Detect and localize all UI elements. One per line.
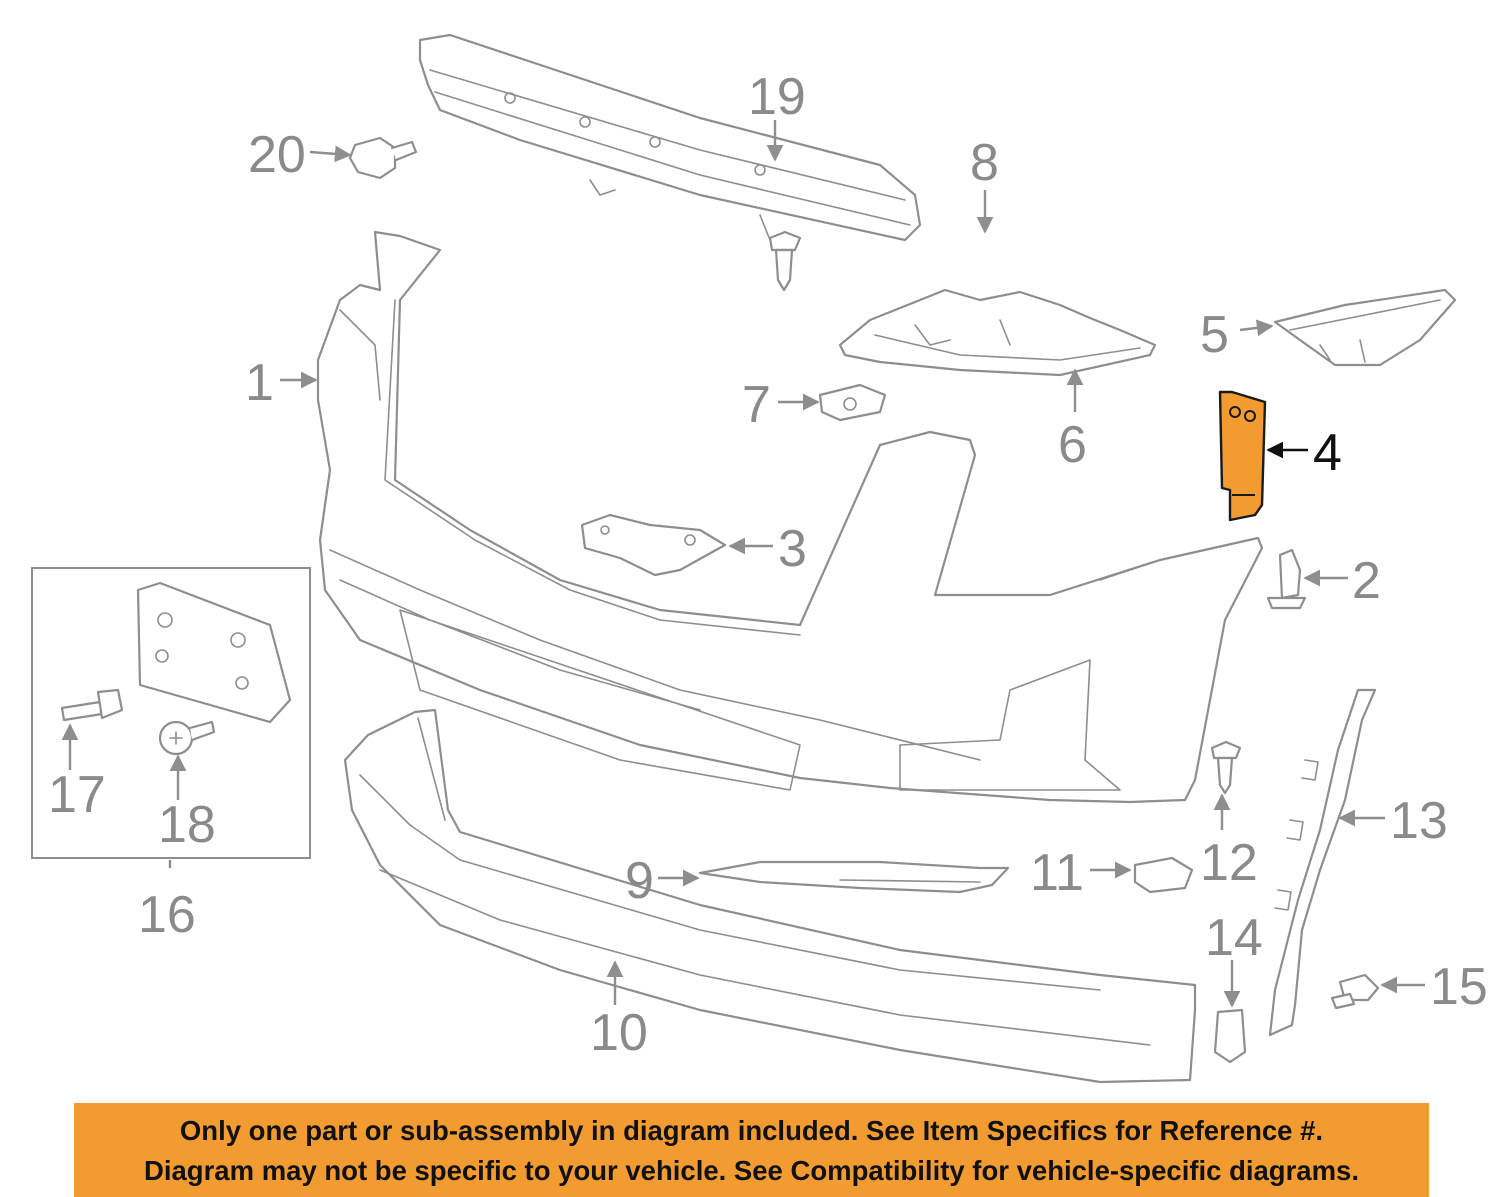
callout-17: 17 <box>48 766 106 824</box>
part-19-impact-bar <box>418 33 922 242</box>
disclaimer-line-1: Only one part or sub-assembly in diagram… <box>179 1115 1324 1146</box>
part-7-nut <box>818 383 887 422</box>
callout-19: 19 <box>748 68 806 126</box>
callout-7: 7 <box>742 376 771 434</box>
callout-6: 6 <box>1058 416 1087 474</box>
part-12-screw <box>1210 740 1242 795</box>
part-15-push-pin <box>1330 973 1380 1010</box>
part-3-bracket <box>580 513 727 577</box>
part-6-support <box>838 288 1157 377</box>
callout-5: 5 <box>1200 306 1229 364</box>
part-11-nut <box>1133 856 1194 894</box>
part-13-side-bracket <box>1268 688 1377 1037</box>
disclaimer-line-2: Diagram may not be specific to your vehi… <box>144 1155 1359 1186</box>
part-20-bolt <box>348 136 418 180</box>
callout-20: 20 <box>248 126 306 184</box>
callout-14: 14 <box>1205 909 1263 967</box>
leader-arrows <box>61 120 1425 1008</box>
callout-13: 13 <box>1390 792 1448 850</box>
part-1-bumper-cover <box>316 230 1264 804</box>
part-9-molding <box>698 860 1010 894</box>
callout-4: 4 <box>1313 424 1342 482</box>
callout-9: 9 <box>625 852 654 910</box>
callout-16: 16 <box>138 886 196 944</box>
callout-10: 10 <box>590 1004 648 1062</box>
part-16-license-bracket-group <box>31 567 311 859</box>
callout-12: 12 <box>1200 834 1258 892</box>
disclaimer-banner: Only one part or sub-assembly in diagram… <box>74 1103 1429 1197</box>
part-2-push-pin <box>1266 548 1307 610</box>
callout-18: 18 <box>158 796 216 854</box>
callout-1: 1 <box>245 354 274 412</box>
part-10-lower-deflector <box>343 708 1197 1084</box>
callout-8: 8 <box>970 134 999 192</box>
part-4-bracket-highlighted <box>1218 390 1267 522</box>
part-17-rivet <box>60 688 124 722</box>
callout-3: 3 <box>778 520 807 578</box>
part-18-screw <box>158 720 216 756</box>
part-8-screw <box>768 230 802 292</box>
part-5-bracket <box>1273 288 1457 367</box>
part-14-clip <box>1213 1008 1247 1064</box>
callout-2: 2 <box>1352 552 1381 610</box>
callout-15: 15 <box>1430 958 1488 1016</box>
callout-11: 11 <box>1030 844 1084 902</box>
callout-labels: 20 19 8 1 5 7 6 4 3 2 17 18 16 9 11 12 1… <box>48 68 1488 1062</box>
exploded-parts-diagram: 20 19 8 1 5 7 6 4 3 2 17 18 16 9 11 12 1… <box>31 33 1488 1084</box>
